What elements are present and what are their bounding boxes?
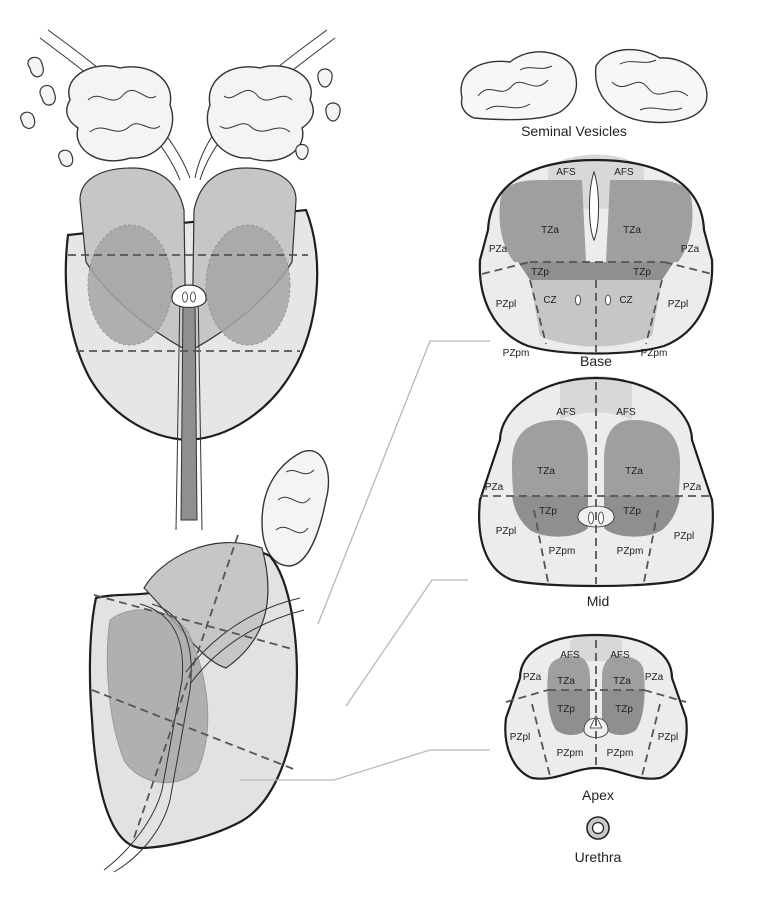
base-tzp-left: TZp bbox=[531, 267, 549, 278]
base-tzp-right: TZp bbox=[633, 267, 651, 278]
apex-tza-left: TZa bbox=[557, 676, 575, 687]
apex-tza-right: TZa bbox=[613, 676, 631, 687]
mid-tza-left: TZa bbox=[537, 466, 555, 477]
apex-label: Apex bbox=[582, 787, 614, 803]
base-pzpm-right: PZpm bbox=[641, 348, 668, 359]
base-afs-left: AFS bbox=[556, 167, 576, 178]
apex-afs-left: AFS bbox=[560, 650, 580, 661]
base-cz-left: CZ bbox=[543, 295, 556, 306]
apex-section: AFS AFS TZa TZa PZa PZa TZp TZp PZpl PZp… bbox=[504, 633, 688, 803]
mid-pza-right: PZa bbox=[683, 482, 702, 493]
apex-pzpl-right: PZpl bbox=[658, 732, 679, 743]
base-afs-right: AFS bbox=[614, 167, 634, 178]
mid-pzpm-left: PZpm bbox=[549, 546, 576, 557]
mid-tzp-right: TZp bbox=[623, 506, 641, 517]
apex-pzpm-right: PZpm bbox=[607, 748, 634, 759]
base-pzpm-left: PZpm bbox=[503, 348, 530, 359]
urethra-label: Urethra bbox=[575, 849, 622, 865]
base-section: AFS AFS TZa TZa PZa PZa TZp TZp CZ CZ PZ… bbox=[478, 154, 714, 369]
apex-tzp-left: TZp bbox=[557, 704, 575, 715]
coronal-view bbox=[20, 29, 341, 531]
mid-pzpm-right: PZpm bbox=[617, 546, 644, 557]
base-pza-right: PZa bbox=[681, 244, 700, 255]
base-cz-right: CZ bbox=[619, 295, 632, 306]
mid-pzpl-left: PZpl bbox=[496, 526, 517, 537]
mid-pzpl-right: PZpl bbox=[674, 531, 695, 542]
mid-afs-right: AFS bbox=[616, 407, 636, 418]
mid-label: Mid bbox=[587, 593, 610, 609]
leader-lines bbox=[240, 340, 490, 781]
mid-afs-left: AFS bbox=[556, 407, 576, 418]
urethra-section: Urethra bbox=[575, 816, 622, 865]
mid-section: AFS AFS TZa TZa PZa PZa TZp TZp PZpl PZp… bbox=[478, 376, 714, 609]
base-pzpl-left: PZpl bbox=[496, 299, 517, 310]
mid-pza-left: PZa bbox=[485, 482, 504, 493]
base-tza-left: TZa bbox=[541, 225, 559, 236]
coronal-seminal-vesicle-left bbox=[20, 56, 174, 167]
coronal-seminal-vesicle-right bbox=[206, 65, 341, 162]
seminal-vesicles-section: Seminal Vesicles bbox=[460, 48, 708, 139]
mid-tzp-left: TZp bbox=[539, 506, 557, 517]
sagittal-view bbox=[88, 449, 330, 873]
apex-afs-right: AFS bbox=[610, 650, 630, 661]
base-pzpl-right: PZpl bbox=[668, 299, 689, 310]
apex-tzp-right: TZp bbox=[615, 704, 633, 715]
apex-pza-right: PZa bbox=[645, 672, 664, 683]
apex-pza-left: PZa bbox=[523, 672, 542, 683]
apex-pzpl-left: PZpl bbox=[510, 732, 531, 743]
base-label: Base bbox=[580, 353, 612, 369]
apex-pzpm-left: PZpm bbox=[557, 748, 584, 759]
base-pza-left: PZa bbox=[489, 244, 508, 255]
seminal-vesicles-label: Seminal Vesicles bbox=[521, 123, 627, 139]
base-tza-right: TZa bbox=[623, 225, 641, 236]
mid-tza-right: TZa bbox=[625, 466, 643, 477]
